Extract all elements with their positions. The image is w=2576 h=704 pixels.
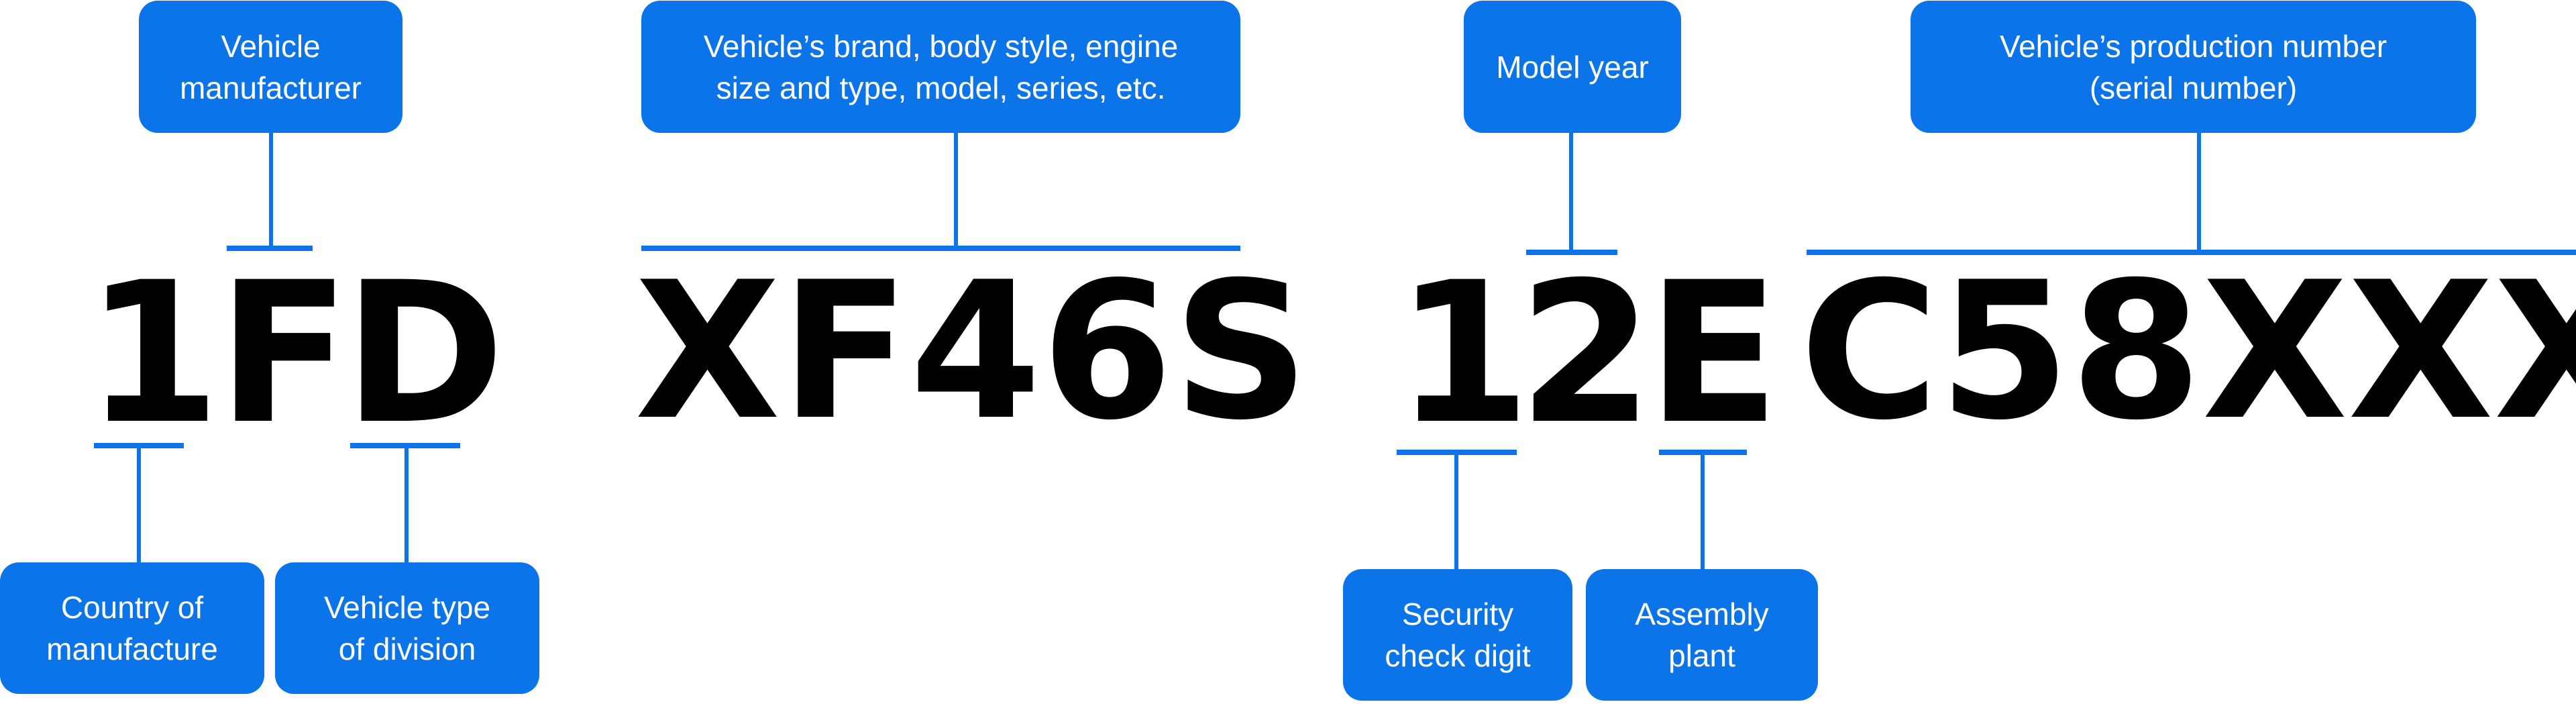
label-vehicle-type-division: Vehicle type of division — [275, 562, 539, 694]
connector-manufacturer-stem — [269, 133, 273, 247]
connector-assembly-plant-stem — [1701, 451, 1705, 569]
connector-production-stem — [2197, 133, 2201, 251]
connector-description-bar — [641, 246, 1240, 251]
connector-model-year-stem — [1569, 133, 1573, 251]
connector-model-year-bar — [1526, 250, 1617, 255]
vin-chars-description: XF46S — [635, 241, 1309, 462]
label-security-check-digit: Security check digit — [1343, 569, 1572, 701]
connector-description-stem — [954, 133, 958, 247]
label-production-number: Vehicle’s production number (serial numb… — [1911, 1, 2476, 133]
vin-char-model-year: 2 — [1518, 241, 1654, 467]
connector-production-bar — [1807, 250, 2576, 255]
connector-country-stem — [137, 444, 141, 562]
connector-division-stem — [405, 444, 409, 562]
label-vehicle-description: Vehicle’s brand, body style, engine size… — [641, 1, 1240, 133]
label-assembly-plant: Assembly plant — [1586, 569, 1818, 701]
vin-char-check-digit: 1 — [1395, 241, 1531, 467]
label-model-year: Model year — [1464, 1, 1681, 133]
label-country-of-manufacture: Country of manufacture — [0, 562, 264, 694]
vin-char-country: 1 — [85, 241, 221, 467]
label-vehicle-manufacturer: Vehicle manufacturer — [139, 1, 402, 133]
connector-manufacturer-bar — [227, 246, 313, 251]
vin-char-division: D — [343, 241, 505, 467]
vin-chars-production: C58XXX — [1800, 241, 2576, 462]
vin-char-assembly-plant: E — [1647, 241, 1780, 467]
vin-char-manufacturer: F — [217, 241, 351, 467]
connector-check-digit-stem — [1454, 451, 1458, 569]
